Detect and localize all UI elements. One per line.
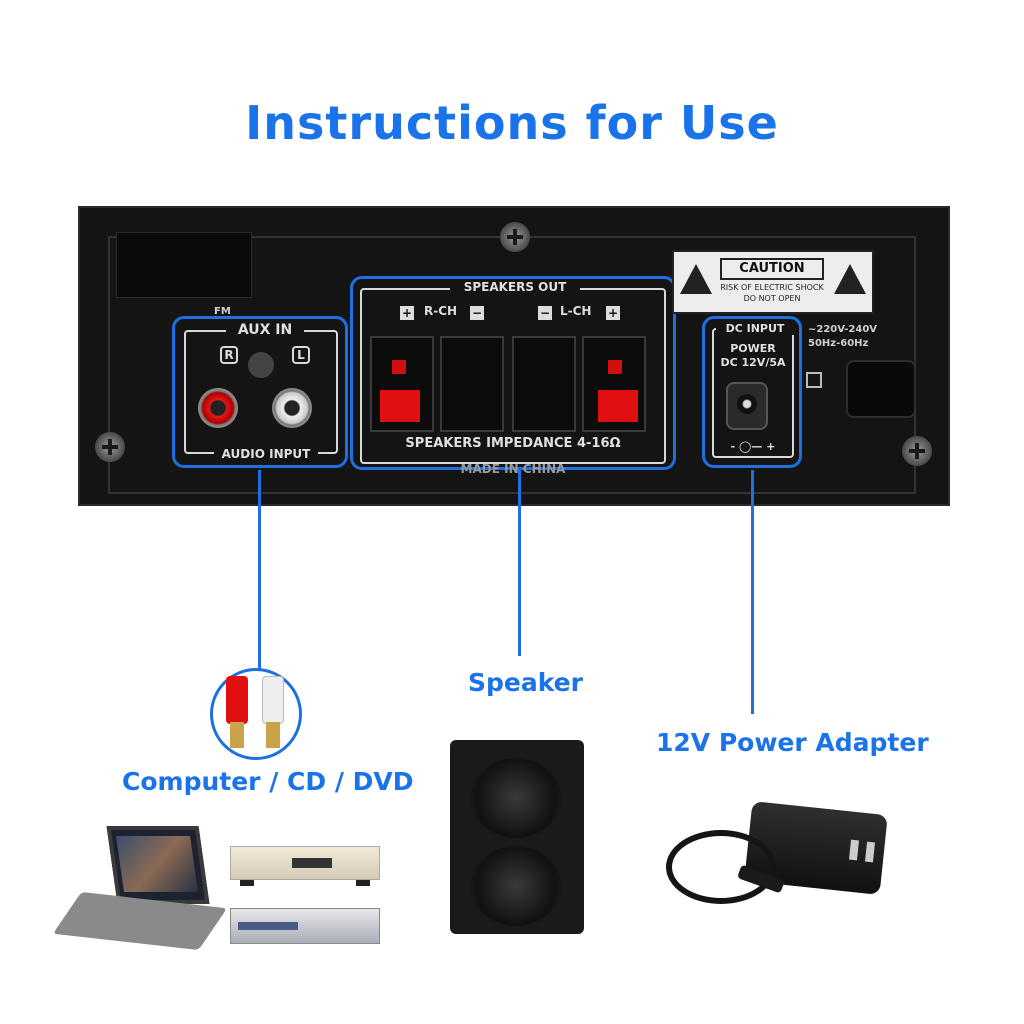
warning-triangle-icon <box>680 264 712 294</box>
power-cord-grommet <box>846 360 916 418</box>
caution-line-2: DO NOT OPEN <box>743 294 801 303</box>
aux-in-highlight <box>172 316 348 468</box>
rca-cable-highlight <box>210 668 302 760</box>
speaker-woofer-upper <box>470 758 562 838</box>
rca-red-jack[interactable] <box>198 388 238 428</box>
connector-line-speaker <box>518 470 521 656</box>
rca-plug-red <box>226 676 248 724</box>
screw-icon <box>95 432 125 462</box>
dvd-player-tray <box>238 922 298 930</box>
aux-in-label: AUX IN <box>226 322 304 338</box>
power-adapter-callout: 12V Power Adapter <box>656 728 929 757</box>
laptop-display-content <box>116 836 198 892</box>
red-terminal-slot <box>392 360 406 374</box>
dc-input-label: DC INPUT <box>716 322 794 335</box>
aux-l-label: L <box>292 346 310 364</box>
rca-white-jack[interactable] <box>272 388 312 428</box>
rca-plug-tip <box>230 722 244 748</box>
impedance-label: SPEAKERS IMPEDANCE 4-16Ω <box>405 436 621 451</box>
speaker-terminal-r-minus[interactable] <box>440 336 504 432</box>
aux-r-label: R <box>220 346 238 364</box>
screw-icon <box>902 436 932 466</box>
speaker-woofer-lower <box>470 846 562 926</box>
speaker-callout: Speaker <box>468 668 583 697</box>
aux-center-screw <box>248 352 274 378</box>
polarity-label: - ◯— + <box>730 440 776 453</box>
plus-icon: + <box>606 306 620 320</box>
adapter-cable-coil <box>666 830 776 904</box>
caution-line-1: RISK OF ELECTRIC SHOCK <box>720 283 824 292</box>
dc-input-highlight <box>702 316 802 468</box>
red-terminal-knob[interactable] <box>598 390 638 422</box>
caution-title: CAUTION <box>720 258 824 280</box>
made-in-label: MADE IN CHINA <box>460 462 566 476</box>
fm-label: FM <box>214 306 231 317</box>
dc-rating-label: DC 12V/5A <box>720 356 786 369</box>
fm-antenna-slot <box>116 232 252 298</box>
rca-plug-tip <box>266 722 280 748</box>
warning-triangle-icon <box>834 264 866 294</box>
connector-line-aux <box>258 470 261 676</box>
screw-icon <box>500 222 530 252</box>
page-title: Instructions for Use <box>245 96 779 150</box>
r-ch-label: R-CH <box>424 304 458 318</box>
double-insulation-icon <box>806 372 822 388</box>
power-label: POWER <box>730 342 776 355</box>
source-callout: Computer / CD / DVD <box>122 767 414 796</box>
cd-player-display <box>292 858 332 868</box>
rca-plug-white <box>262 676 284 724</box>
plus-icon: + <box>400 306 414 320</box>
minus-icon: − <box>538 306 552 320</box>
audio-input-label: AUDIO INPUT <box>214 447 318 461</box>
speakers-out-label: SPEAKERS OUT <box>450 280 580 294</box>
dc-jack-pin <box>737 394 757 414</box>
cd-player-foot <box>356 880 370 886</box>
speakers-out-highlight <box>350 276 676 470</box>
l-ch-label: L-CH <box>560 304 592 318</box>
ac-rating-line-1: ~220V-240V <box>808 324 878 335</box>
speaker-terminal-l-minus[interactable] <box>512 336 576 432</box>
cd-player-foot <box>240 880 254 886</box>
minus-icon: − <box>470 306 484 320</box>
connector-line-power <box>751 470 754 714</box>
ac-rating-line-2: 50Hz-60Hz <box>808 338 869 349</box>
red-terminal-slot <box>608 360 622 374</box>
red-terminal-knob[interactable] <box>380 390 420 422</box>
